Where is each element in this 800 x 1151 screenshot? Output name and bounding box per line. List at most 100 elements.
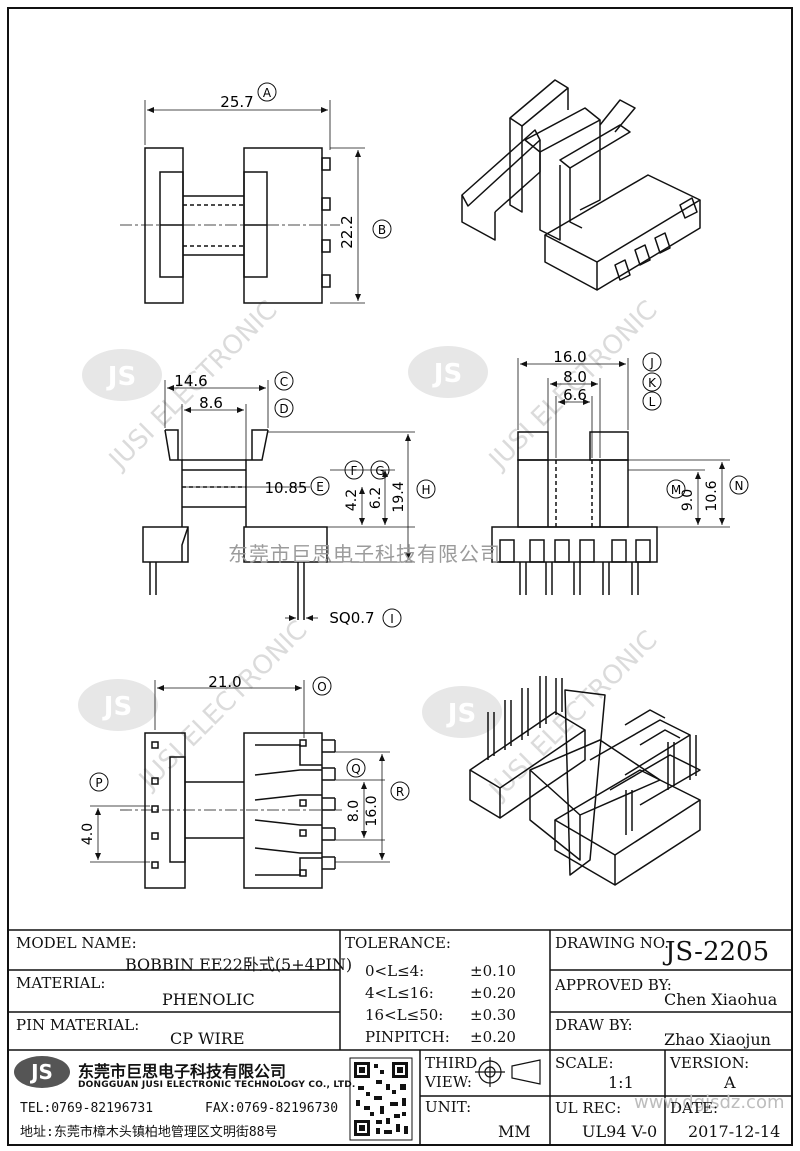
dim-C-value: 14.6 — [174, 372, 207, 390]
version-label: VERSION: — [670, 1054, 750, 1072]
dim-I-label: I — [382, 608, 402, 628]
svg-text:P: P — [95, 776, 102, 790]
tolerance-value-4: ±0.20 — [470, 1028, 516, 1046]
svg-text:F: F — [351, 464, 358, 478]
svg-text:M: M — [671, 483, 681, 497]
bottom-view — [90, 680, 390, 889]
date-label: DATE: — [670, 1099, 719, 1117]
dim-A-label: A — [257, 82, 277, 102]
company-tel: TEL:0769-82196731 — [20, 1101, 154, 1116]
dim-G-value: 6.2 — [368, 487, 384, 509]
material-label: MATERIAL: — [16, 974, 106, 992]
svg-text:JS: JS — [106, 362, 136, 392]
dim-B-value: 22.2 — [338, 215, 356, 248]
svg-text:R: R — [396, 785, 404, 799]
dim-L-value: 6.6 — [563, 386, 587, 404]
dim-D-value: 8.6 — [199, 394, 223, 412]
dim-P-value: 4.0 — [80, 823, 96, 845]
drawing-no-value: JS-2205 — [665, 937, 770, 967]
dim-F-value: 4.2 — [344, 489, 360, 511]
draw-by-value: Zhao Xiaojun — [664, 1030, 771, 1049]
draw-by-label: DRAW BY: — [555, 1016, 633, 1034]
ul-rec-label: UL REC: — [555, 1099, 622, 1117]
dim-I-value: SQ0.7 — [329, 609, 374, 627]
dim-N-value: 10.6 — [704, 480, 720, 511]
tolerance-value-1: ±0.10 — [470, 962, 516, 980]
tolerance-range-2: 4<L≤16: — [365, 984, 434, 1002]
dim-Q-label: Q — [346, 758, 366, 778]
dim-C-label: C — [274, 371, 294, 391]
dim-B-label: B — [372, 219, 392, 239]
svg-text:G: G — [375, 464, 384, 478]
tolerance-label: TOLERANCE: — [345, 934, 451, 952]
dim-N-label: N — [729, 475, 749, 495]
front-view — [142, 380, 415, 621]
svg-text:N: N — [735, 479, 744, 493]
svg-text:JS: JS — [446, 699, 476, 729]
tolerance-range-1: 0<L≤4: — [365, 962, 425, 980]
dim-O-value: 21.0 — [208, 673, 241, 691]
dim-P-label: P — [89, 772, 109, 792]
watermark-diag-4: JUSI ELECTRONIC — [482, 625, 663, 806]
scale-label: SCALE: — [555, 1054, 614, 1072]
dim-M-value: 9.0 — [680, 489, 696, 511]
isometric-view-top — [461, 79, 701, 291]
dim-F-label: F — [344, 460, 364, 480]
watermark-diag-3: JUSI ELECTRONIC — [132, 615, 313, 796]
dim-K-label: K — [642, 372, 662, 392]
watermark-url: www.dgjsdz.com — [634, 1092, 785, 1113]
drawing-border — [7, 7, 793, 1146]
svg-text:A: A — [263, 86, 272, 100]
company-logo: JS — [14, 1056, 70, 1088]
scale-value: 1:1 — [608, 1073, 634, 1092]
dim-G-label: G — [370, 460, 390, 480]
watermark-logo-1: JS — [82, 349, 162, 401]
model-name-value: BOBBIN EE22卧式(5+4PIN) — [125, 955, 353, 974]
svg-text:L: L — [649, 395, 656, 409]
company-name-cn: 东莞市巨思电子科技有限公司 — [78, 1062, 287, 1081]
unit-value: MM — [498, 1122, 531, 1141]
watermark-logo-4: JS — [422, 686, 502, 738]
svg-text:Q: Q — [351, 762, 360, 776]
date-value: 2017-12-14 — [688, 1122, 781, 1141]
svg-text:E: E — [316, 480, 324, 494]
dim-J-value: 16.0 — [553, 348, 586, 366]
dim-M-label: M — [666, 479, 686, 499]
svg-text:JS: JS — [432, 359, 462, 389]
dim-R-label: R — [390, 781, 410, 801]
svg-text:I: I — [390, 612, 394, 626]
tolerance-range-3: 16<L≤50: — [365, 1006, 444, 1024]
top-view — [120, 100, 365, 304]
dim-E-label: E — [310, 476, 330, 496]
company-fax: FAX:0769-82196730 — [205, 1101, 339, 1116]
svg-text:O: O — [317, 680, 326, 694]
dim-Q-value: 8.0 — [346, 800, 362, 822]
svg-text:JS: JS — [102, 692, 132, 722]
third-view-label-2: VIEW: — [425, 1073, 472, 1091]
svg-text:B: B — [378, 223, 386, 237]
svg-text:D: D — [279, 402, 288, 416]
isometric-view-bottom — [469, 676, 701, 886]
tolerance-value-3: ±0.30 — [470, 1006, 516, 1024]
dim-O-label: O — [312, 676, 332, 696]
material-value: PHENOLIC — [162, 990, 255, 1009]
dim-A-value: 25.7 — [220, 93, 253, 111]
approved-by-value: Chen Xiaohua — [664, 990, 778, 1009]
watermark-logo-2: JS — [408, 346, 488, 398]
third-view-label-1: THIRD — [425, 1054, 478, 1072]
unit-label: UNIT: — [425, 1098, 472, 1116]
pin-material-label: PIN MATERIAL: — [16, 1016, 140, 1034]
dim-E-value: 10.85 — [265, 479, 308, 497]
company-name-en: DONGGUAN JUSI ELECTRONIC TECHNOLOGY CO.,… — [78, 1080, 356, 1090]
drawing-no-label: DRAWING NO. — [555, 934, 670, 952]
title-block-grid — [8, 929, 792, 1145]
tolerance-range-4: PINPITCH: — [365, 1028, 450, 1046]
watermark-company-text: 东莞市巨思电子科技有限公司 — [228, 542, 501, 566]
model-name-label: MODEL NAME: — [16, 934, 137, 952]
dim-R-value: 16.0 — [364, 795, 380, 826]
company-address: 地址:东莞市樟木头镇柏地管理区文明街88号 — [20, 1125, 278, 1140]
svg-text:JS: JS — [29, 1060, 53, 1084]
watermark-logo-3: JS — [78, 679, 158, 731]
